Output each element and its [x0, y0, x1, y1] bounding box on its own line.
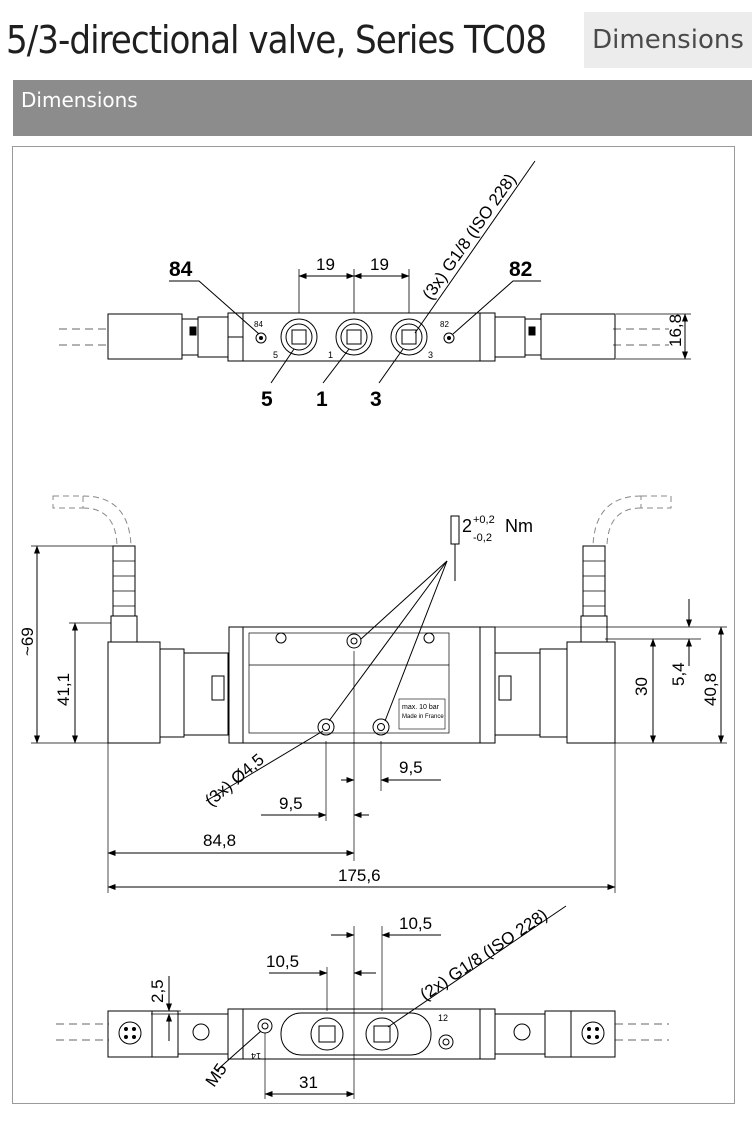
torque-lower-tolerance: -0,2: [473, 532, 492, 544]
dim-10-5-top: 10,5: [399, 914, 432, 933]
small-12: 12: [438, 1013, 448, 1023]
thread-label-bottom: (2x) G1/8 (ISO 228): [417, 905, 551, 1004]
bottom-view-labels: 10,5 10,5 (2x) G1/8 (ISO 228) 2,5 M5 31 …: [148, 905, 551, 1092]
dim-9-5-right: 9,5: [399, 758, 423, 777]
dim-30: 30: [632, 677, 651, 696]
small-1: 1: [328, 350, 333, 360]
dim-2-5: 2,5: [148, 979, 167, 1003]
m5-label: M5: [202, 1060, 231, 1090]
side-view: [31, 495, 727, 893]
plate-origin: Made in France: [402, 714, 444, 720]
plate-max-pressure: max. 10 bar: [402, 704, 440, 711]
bottom-view: [56, 905, 669, 1099]
dim-84-8: 84,8: [203, 831, 236, 850]
dim-175-6: 175,6: [338, 866, 381, 885]
torque-unit: Nm: [505, 516, 533, 536]
dim-19-left: 19: [316, 255, 335, 274]
page-title: 5/3-directional valve, Series TC08: [6, 18, 547, 62]
dim-9-5-left: 9,5: [279, 794, 303, 813]
small-5: 5: [273, 350, 278, 360]
dim-40-8: 40,8: [701, 673, 720, 706]
thread-label-top: (3x) G1/8 (ISO 228): [419, 170, 520, 303]
section-bar: Dimensions: [13, 80, 752, 136]
port-82-label: 82: [509, 258, 532, 281]
dim-19-right: 19: [370, 255, 389, 274]
torque-base: 2: [462, 516, 472, 536]
height-16-8: 16,8: [666, 314, 685, 347]
section-label: Dimensions: [21, 88, 138, 112]
small-3: 3: [428, 350, 433, 360]
port-3-label: 3: [370, 388, 382, 411]
top-view: [59, 160, 691, 384]
dim-5-4: 5,4: [669, 662, 688, 686]
port-84-label: 84: [169, 258, 193, 281]
holes-label: (3x) Ø4,5: [201, 750, 267, 810]
port-1-label: 1: [316, 388, 328, 411]
drawing-frame: 84 82 19 19 (3x) G1/8 (ISO 228) 16,8 5 1…: [12, 146, 735, 1104]
small-14: 14: [251, 1051, 261, 1061]
dim-69: ~69: [18, 627, 37, 656]
small-84: 84: [254, 320, 263, 329]
dim-31: 31: [299, 1073, 318, 1092]
title-tag: Dimensions: [584, 12, 752, 68]
top-view-labels: 84 82 19 19 (3x) G1/8 (ISO 228) 16,8 5 1…: [169, 170, 685, 411]
small-82: 82: [440, 320, 449, 329]
dim-41-1: 41,1: [54, 673, 73, 706]
torque-upper-tolerance: +0,2: [473, 514, 495, 526]
dim-10-5-mid: 10,5: [266, 952, 299, 971]
port-5-label: 5: [261, 388, 273, 411]
technical-drawing: 84 82 19 19 (3x) G1/8 (ISO 228) 16,8 5 1…: [18, 160, 727, 1099]
